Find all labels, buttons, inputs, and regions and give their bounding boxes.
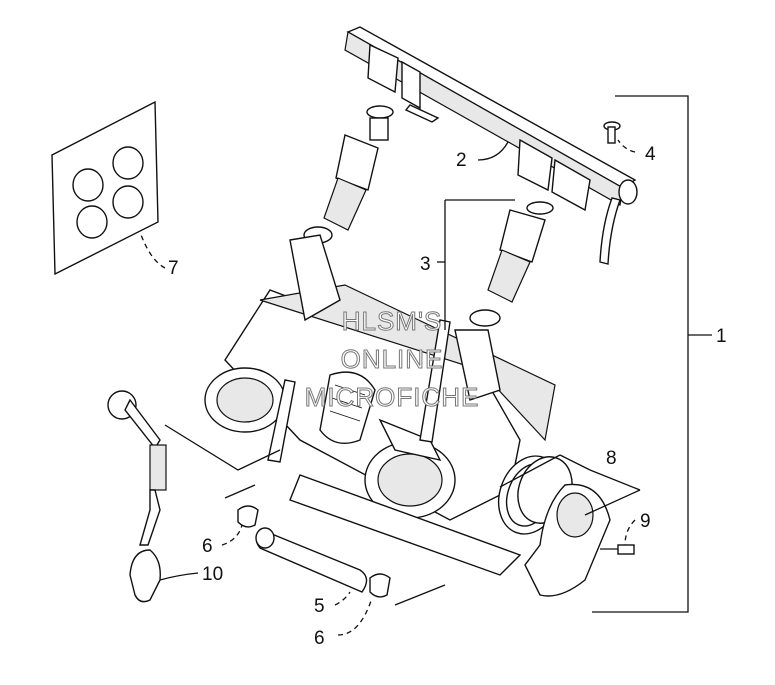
callout-1: 1 (716, 326, 727, 347)
callout-2: 2 (456, 150, 467, 171)
callout-6-upper: 6 (202, 536, 213, 557)
sensor-lead-part-10[interactable] (107, 390, 167, 603)
watermark-line-3: MICROFICHE (305, 382, 480, 412)
callout-3: 3 (420, 254, 431, 275)
watermark-line-2: ONLINE (341, 344, 444, 374)
callout-7: 7 (168, 258, 179, 279)
fuel-injector-left-part-3[interactable] (303, 105, 394, 244)
hose-clamp-lower-part-6[interactable] (369, 573, 391, 598)
gasket-set-part-7[interactable] (51, 100, 159, 276)
callout-5: 5 (314, 596, 325, 617)
watermark-line-1: HLSM'S (342, 306, 443, 336)
callout-6-lower: 6 (314, 628, 325, 649)
callout-4: 4 (645, 144, 656, 165)
callout-8: 8 (606, 448, 617, 469)
leader-lines (139, 95, 712, 636)
callout-10: 10 (202, 564, 223, 585)
watermark: HLSM'S ONLINE MICROFICHE (304, 306, 480, 413)
throttle-position-sensor-part-9[interactable] (524, 483, 635, 597)
fuel-injector-right-part-3[interactable] (469, 201, 554, 327)
hose-part-5[interactable] (255, 527, 368, 593)
fuel-rail-part-2[interactable] (344, 26, 638, 265)
callout-9: 9 (640, 511, 651, 532)
throttle-body-assembly-part-1[interactable] (204, 234, 556, 576)
screw-part-4[interactable] (603, 121, 621, 144)
hose-clamp-upper-part-6[interactable] (237, 505, 259, 528)
